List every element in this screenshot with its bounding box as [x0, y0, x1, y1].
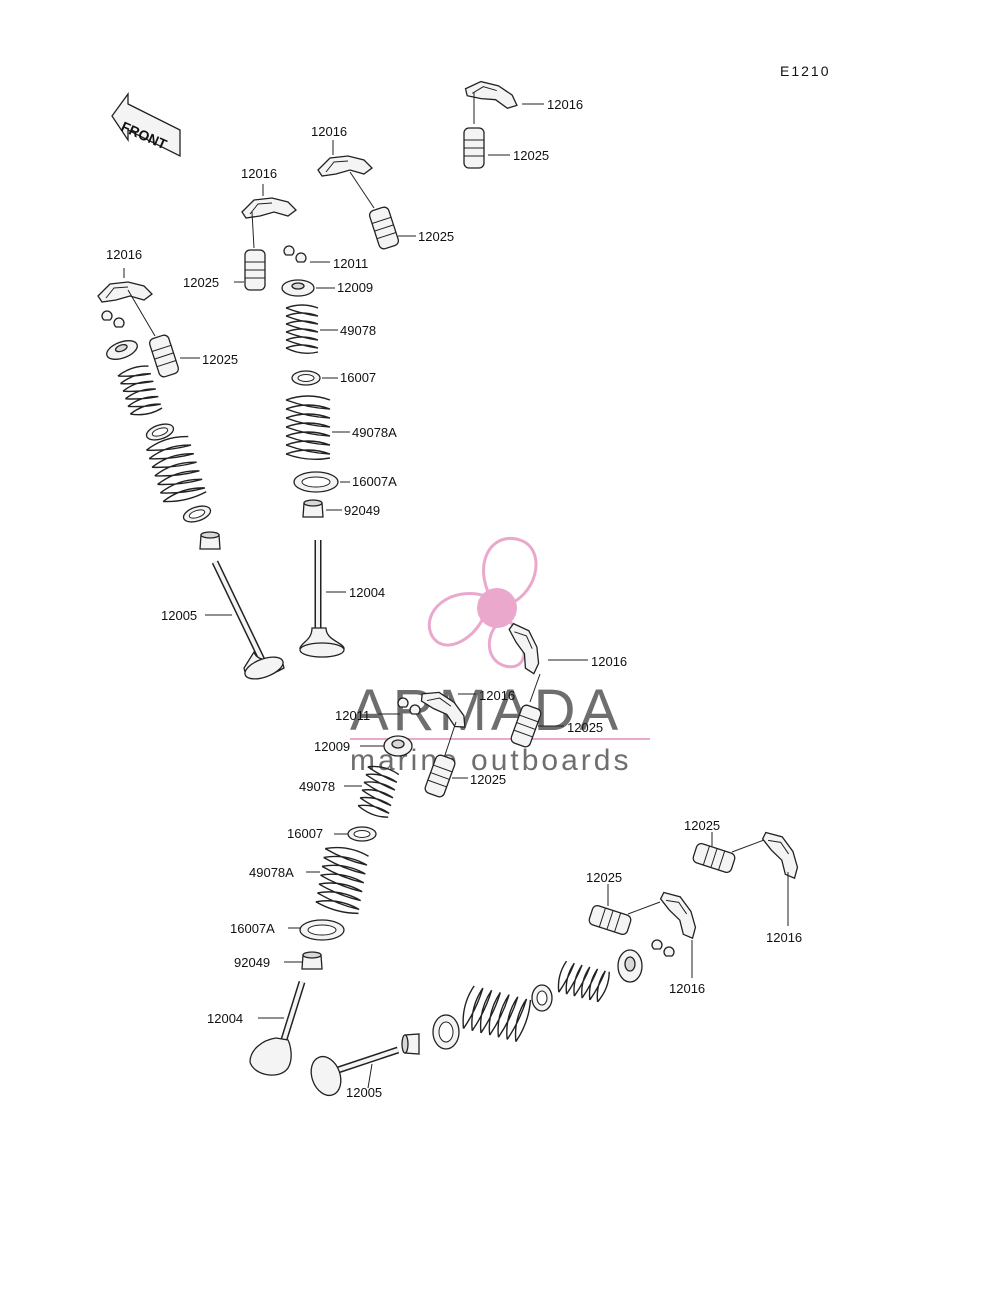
callout-12005-a: 12005: [161, 608, 197, 623]
rocker-tappet-pair-d: [462, 74, 544, 169]
watermark-brand: ARMADA: [350, 678, 622, 743]
intake-valve-top: [299, 540, 345, 658]
centre-valve-stack: [281, 245, 350, 658]
callout-12004-a: 12004: [349, 585, 385, 600]
callout-12004-b: 12004: [207, 1011, 243, 1026]
callout-16007A-b: 16007A: [230, 921, 275, 936]
callout-12016-b: 12016: [241, 166, 277, 181]
exhaust-valve-left: [211, 560, 285, 680]
callout-12016-h: 12016: [766, 930, 802, 945]
callout-12009-a: 12009: [337, 280, 373, 295]
callout-12025-a: 12025: [202, 352, 238, 367]
callout-12016-d: 12016: [547, 97, 583, 112]
callout-12009-b: 12009: [314, 739, 350, 754]
callout-12016-a: 12016: [106, 247, 142, 262]
callout-49078-a: 49078: [340, 323, 376, 338]
callout-49078-b: 49078: [299, 779, 335, 794]
callout-12025-e: 12025: [567, 720, 603, 735]
callout-12005-b: 12005: [346, 1085, 382, 1100]
intake-valve-bottom: [249, 980, 306, 1076]
left-valve-assembly: [97, 268, 285, 680]
middle-rocker-pair: [417, 618, 588, 799]
rocker-tappet-pair-b: [234, 184, 297, 291]
callout-49078A-b: 49078A: [249, 865, 294, 880]
rocker-tappet-pair-c: [317, 140, 416, 251]
front-arrow-icon: FRONT: [111, 92, 181, 158]
right-rocker-pair-lower: [587, 884, 704, 978]
callout-12016-e: 12016: [591, 654, 627, 669]
callout-49078A-a: 49078A: [352, 425, 397, 440]
callout-12016-f: 12016: [479, 688, 515, 703]
bottom-horizontal-stack: [310, 939, 675, 1097]
callout-12025-f: 12025: [470, 772, 506, 787]
callout-92049-b: 92049: [234, 955, 270, 970]
callout-12025-h: 12025: [684, 818, 720, 833]
lower-valve-stack: [249, 697, 421, 1076]
callout-12016-c: 12016: [311, 124, 347, 139]
callout-12025-b: 12025: [183, 275, 219, 290]
callout-12025-c: 12025: [418, 229, 454, 244]
callout-92049-a: 92049: [344, 503, 380, 518]
callout-12025-d: 12025: [513, 148, 549, 163]
callout-12016-g: 12016: [669, 981, 705, 996]
callout-12011-a: 12011: [333, 256, 368, 271]
callout-12011-b: 12011: [335, 708, 370, 723]
exhaust-valve-bottom: [310, 1046, 400, 1097]
callout-12025-g: 12025: [586, 870, 622, 885]
diagram-id: E1210: [780, 63, 830, 79]
callout-16007-b: 16007: [287, 826, 323, 841]
callout-16007-a: 16007: [340, 370, 376, 385]
right-rocker-pair-upper: [691, 824, 806, 926]
callout-16007A-a: 16007A: [352, 474, 397, 489]
